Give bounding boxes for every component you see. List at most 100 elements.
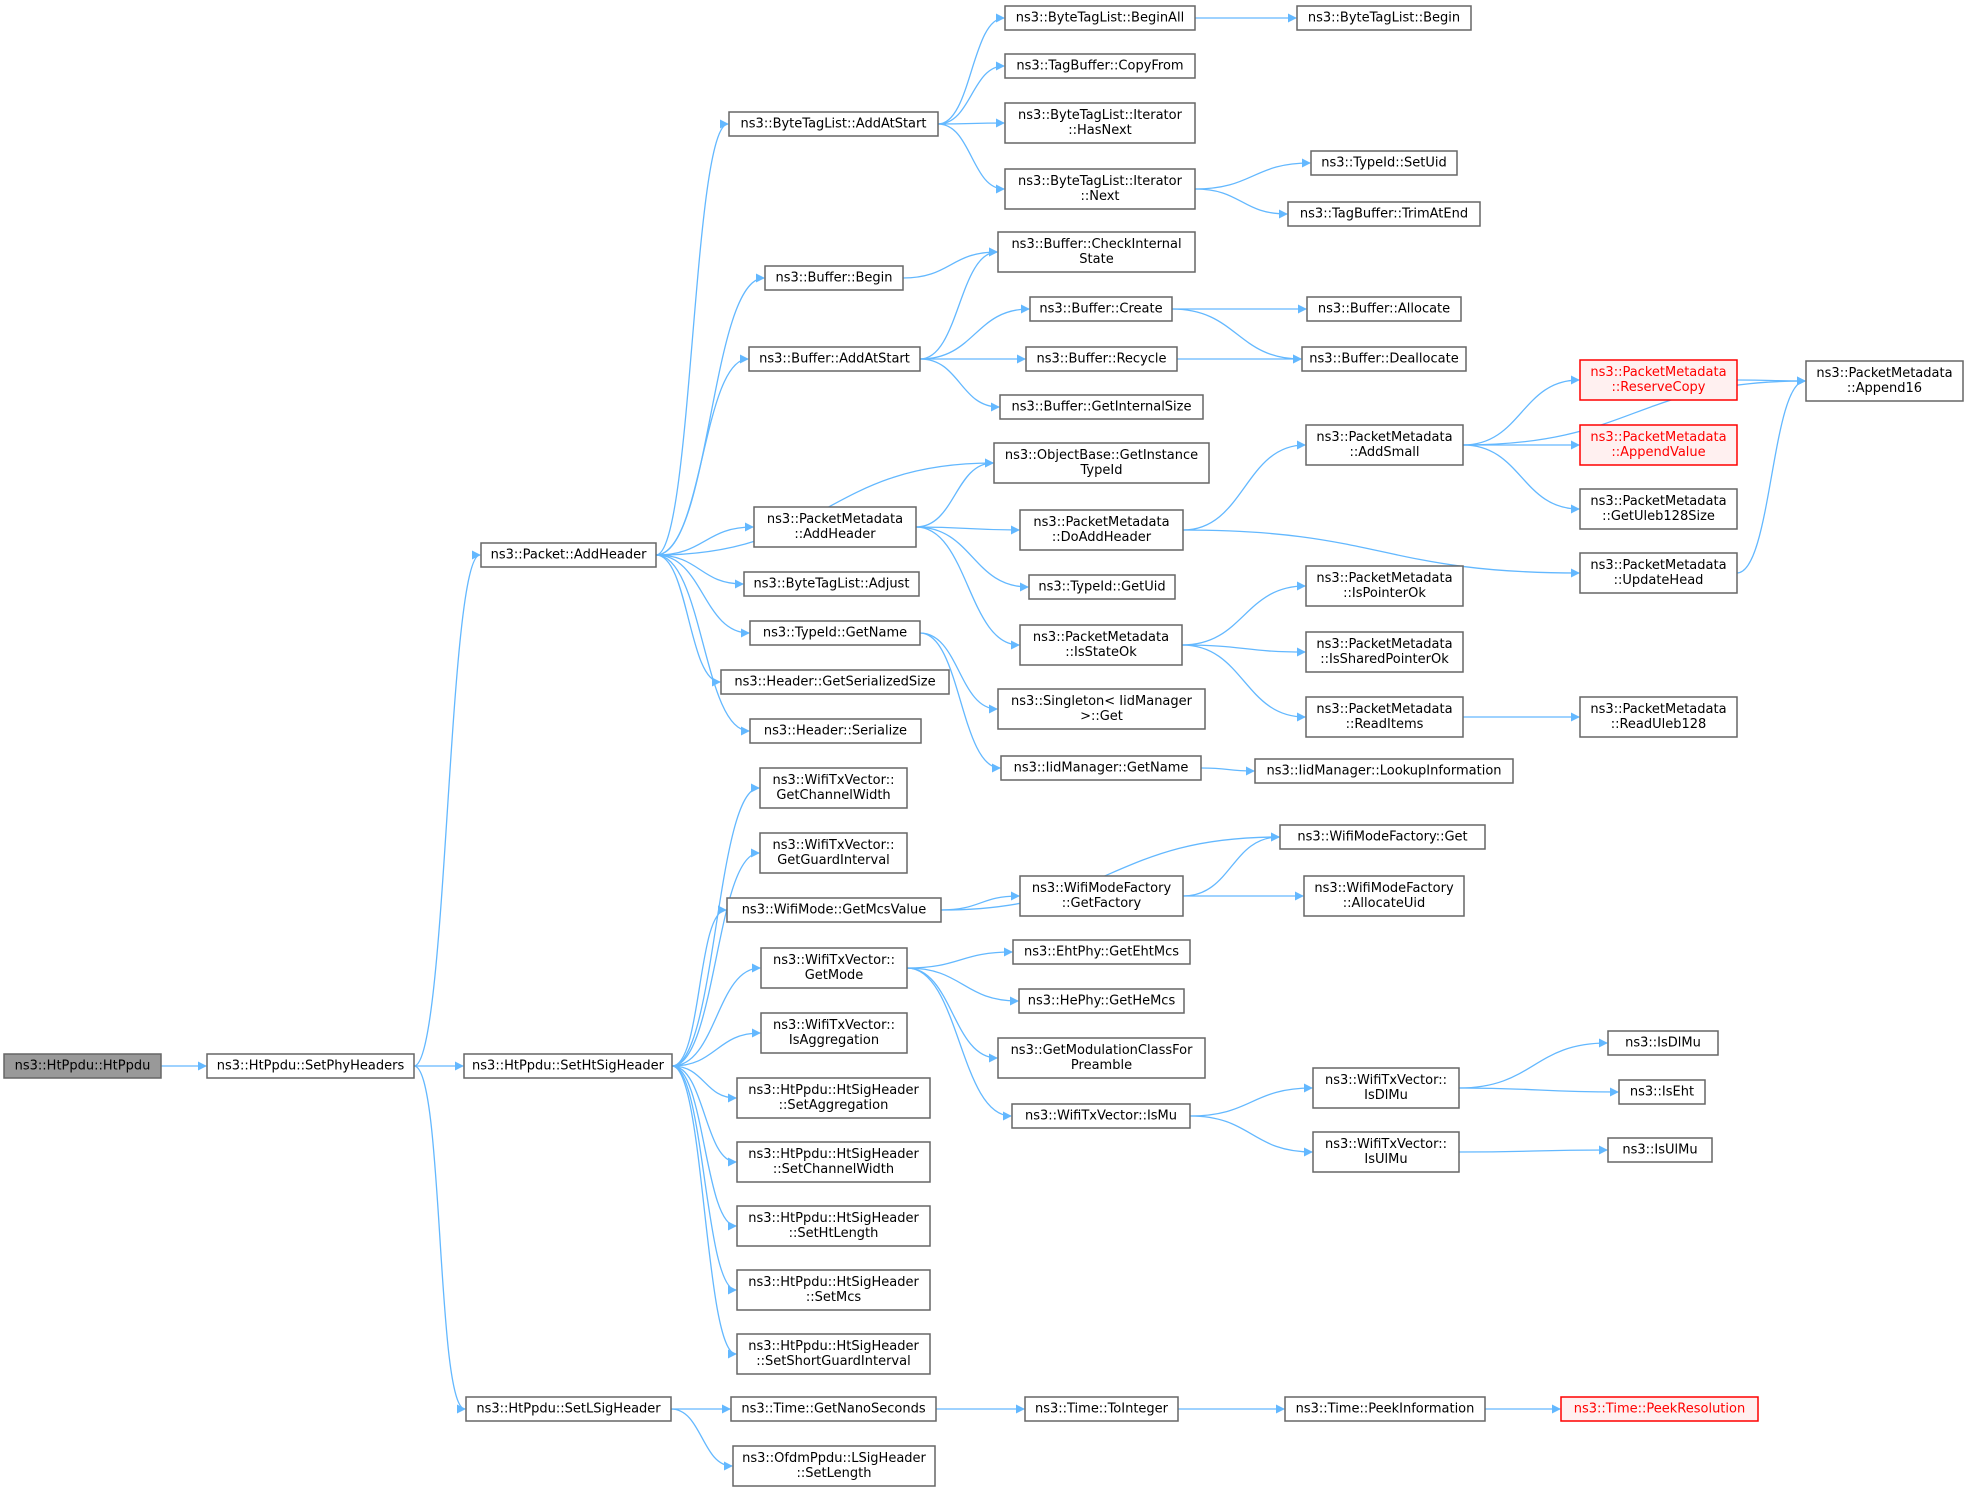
function-node-ns3-ofdmppdu-lsigheader-setlength[interactable]: ns3::OfdmPpdu::LSigHeader::SetLength [732, 1445, 936, 1487]
node-box [1004, 168, 1196, 210]
function-node-ns3-iidmanager-getname[interactable]: ns3::IidManager::GetName [1000, 755, 1202, 781]
function-node-ns3-hephy-gethemcs[interactable]: ns3::HePhy::GetHeMcs [1018, 988, 1185, 1014]
node-box [736, 1333, 931, 1375]
function-node-ns3-htppdu-setphyheaders[interactable]: ns3::HtPpdu::SetPhyHeaders [206, 1053, 415, 1079]
function-node-ns3-packetmetadata-appendvalue[interactable]: ns3::PacketMetadata::AppendValue [1579, 424, 1738, 466]
call-edge [919, 247, 998, 360]
function-node-ns3-buffer-allocate[interactable]: ns3::Buffer::Allocate [1306, 296, 1462, 322]
call-edge [906, 967, 998, 1063]
call-edge [671, 1065, 737, 1167]
function-node-ns3-wifitxvector-getguardinterval[interactable]: ns3::WifiTxVector::GetGuardInterval [759, 832, 908, 874]
call-edge [1182, 440, 1306, 531]
function-node-ns3-buffer-addatstart[interactable]: ns3::Buffer::AddAtStart [748, 346, 921, 372]
function-node-ns3-htppdu-htsigheader-setchannelwidth[interactable]: ns3::HtPpdu::HtSigHeader::SetChannelWidt… [736, 1141, 931, 1183]
function-node-ns3-htppdu-htsigheader-setmcs[interactable]: ns3::HtPpdu::HtSigHeader::SetMcs [736, 1269, 931, 1311]
function-node-ns3-packetmetadata-readuleb128[interactable]: ns3::PacketMetadata::ReadUleb128 [1579, 696, 1738, 738]
node-label: ns3::ByteTagList::Begin [1308, 11, 1460, 26]
call-edge [919, 632, 1001, 773]
function-node-ns3-time-peekresolution[interactable]: ns3::Time::PeekResolution [1560, 1396, 1759, 1422]
function-node-ns3-bytetaglist-adjust[interactable]: ns3::ByteTagList::Adjust [743, 571, 920, 597]
function-node-ns3-packetmetadata-doaddheader[interactable]: ns3::PacketMetadata::DoAddHeader [1019, 509, 1184, 551]
call-edge [655, 554, 750, 736]
function-node-ns3-wifitxvector-isdlmu[interactable]: ns3::WifiTxVector::IsDlMu [1312, 1067, 1460, 1109]
function-node-ns3-htppdu-htsigheader-setshortguardinterval[interactable]: ns3::HtPpdu::HtSigHeader::SetShortGuardI… [736, 1333, 931, 1375]
call-edge [671, 1065, 737, 1103]
node-box [748, 346, 921, 372]
function-node-ns3-typeid-getname[interactable]: ns3::TypeId::GetName [749, 620, 921, 646]
node-box [728, 111, 939, 137]
call-edge [1458, 1145, 1608, 1155]
function-node-ns3-isulmu[interactable]: ns3::IsUlMu [1607, 1137, 1713, 1163]
function-node-ns3-iseht[interactable]: ns3::IsEht [1618, 1079, 1706, 1105]
function-node-ns3-header-serialize[interactable]: ns3::Header::Serialize [749, 718, 922, 744]
function-node-ns3-wifitxvector-isulmu[interactable]: ns3::WifiTxVector::IsUlMu [1312, 1131, 1460, 1173]
function-node-ns3-packetmetadata-issharedpointerok[interactable]: ns3::PacketMetadata::IsSharedPointerOk [1305, 631, 1464, 673]
function-node-ns3-tagbuffer-copyfrom[interactable]: ns3::TagBuffer::CopyFrom [1004, 53, 1196, 79]
function-node-ns3-packetmetadata-reservecopy[interactable]: ns3::PacketMetadata::ReserveCopy [1579, 359, 1738, 401]
node-label: ::SetAggregation [779, 1098, 889, 1113]
function-node-ns3-packetmetadata-updatehead[interactable]: ns3::PacketMetadata::UpdateHead [1579, 552, 1738, 594]
function-node-ns3-wifimodefactory-get[interactable]: ns3::WifiModeFactory::Get [1279, 824, 1486, 850]
node-label: ns3::HtPpdu::HtPpdu [15, 1059, 151, 1074]
function-node-ns3-htppdu-htsigheader-setaggregation[interactable]: ns3::HtPpdu::HtSigHeader::SetAggregation [736, 1077, 931, 1119]
node-box [463, 1053, 673, 1079]
function-node-ns3-wifimode-getmcsvalue[interactable]: ns3::WifiMode::GetMcsValue [726, 897, 942, 923]
function-node-ns3-bytetaglist-iterator-hasnext[interactable]: ns3::ByteTagList::Iterator::HasNext [1004, 102, 1196, 144]
function-node-ns3-wifimodefactory-allocateuid[interactable]: ns3::WifiModeFactory::AllocateUid [1303, 875, 1465, 917]
function-node-ns3-packetmetadata-addsmall[interactable]: ns3::PacketMetadata::AddSmall [1305, 424, 1464, 466]
function-node-ns3-bytetaglist-beginall[interactable]: ns3::ByteTagList::BeginAll [1004, 5, 1196, 31]
function-node-ns3-wifitxvector-getmode[interactable]: ns3::WifiTxVector::GetMode [760, 947, 908, 989]
function-node-ns3-buffer-begin[interactable]: ns3::Buffer::Begin [764, 265, 904, 291]
function-node-ns3-packetmetadata-addheader[interactable]: ns3::PacketMetadata::AddHeader [753, 506, 917, 548]
function-node-ns3-wifitxvector-getchannelwidth[interactable]: ns3::WifiTxVector::GetChannelWidth [759, 767, 908, 809]
node-label: ns3::PacketMetadata [1590, 702, 1726, 717]
call-edge [915, 525, 1020, 535]
function-node-ns3-singleton-iidmanager-get[interactable]: ns3::Singleton< IidManager>::Get [997, 688, 1206, 730]
node-label: ns3::WifiModeFactory [1032, 881, 1172, 896]
call-edge [670, 1408, 733, 1471]
function-node-ns3-bytetaglist-addatstart[interactable]: ns3::ByteTagList::AddAtStart [728, 111, 939, 137]
function-node-ns3-wifitxvector-ismu[interactable]: ns3::WifiTxVector::IsMu [1011, 1103, 1191, 1129]
function-node-ns3-htppdu-setlsigheader[interactable]: ns3::HtPpdu::SetLSigHeader [465, 1396, 672, 1422]
function-node-ns3-time-peekinformation[interactable]: ns3::Time::PeekInformation [1284, 1396, 1486, 1422]
node-label: ::AddHeader [794, 527, 876, 542]
function-node-ns3-htppdu-sethtsigheader[interactable]: ns3::HtPpdu::SetHtSigHeader [463, 1053, 673, 1079]
function-node-ns3-time-tointeger[interactable]: ns3::Time::ToInteger [1024, 1396, 1179, 1422]
function-node-ns3-packetmetadata-ispointerok[interactable]: ns3::PacketMetadata::IsPointerOk [1305, 565, 1464, 607]
function-node-ns3-packetmetadata-getuleb128size[interactable]: ns3::PacketMetadata::GetUleb128Size [1579, 488, 1738, 530]
function-node-ns3-buffer-create[interactable]: ns3::Buffer::Create [1029, 296, 1173, 322]
function-node-ns3-time-getnanoseconds[interactable]: ns3::Time::GetNanoSeconds [730, 1396, 937, 1422]
call-edge [655, 554, 721, 687]
function-node-ns3-htppdu-htppdu: ns3::HtPpdu::HtPpdu [3, 1053, 162, 1079]
function-node-ns3-header-getserializedsize[interactable]: ns3::Header::GetSerializedSize [720, 669, 950, 695]
node-box [749, 620, 921, 646]
function-node-ns3-wifitxvector-isaggregation[interactable]: ns3::WifiTxVector::IsAggregation [760, 1012, 908, 1054]
function-node-ns3-packetmetadata-readitems[interactable]: ns3::PacketMetadata::ReadItems [1305, 696, 1464, 738]
function-node-ns3-typeid-getuid[interactable]: ns3::TypeId::GetUid [1028, 574, 1176, 600]
node-box [999, 394, 1204, 420]
node-label: ::SetChannelWidth [773, 1162, 894, 1177]
function-node-ns3-typeid-setuid[interactable]: ns3::TypeId::SetUid [1310, 150, 1458, 176]
function-node-ns3-packetmetadata-isstateok[interactable]: ns3::PacketMetadata::IsStateOk [1019, 624, 1183, 666]
node-label: ns3::Header::Serialize [764, 724, 907, 739]
node-label: ns3::PacketMetadata [1590, 494, 1726, 509]
function-node-ns3-packet-addheader[interactable]: ns3::Packet::AddHeader [480, 542, 657, 568]
function-node-ns3-isdlmu[interactable]: ns3::IsDlMu [1607, 1030, 1719, 1056]
function-node-ns3-buffer-deallocate[interactable]: ns3::Buffer::Deallocate [1301, 346, 1467, 372]
function-node-ns3-iidmanager-lookupinformation[interactable]: ns3::IidManager::LookupInformation [1254, 758, 1514, 784]
function-node-ns3-ehtphy-getehtmcs[interactable]: ns3::EhtPhy::GetEhtMcs [1012, 939, 1191, 965]
function-node-ns3-wifimodefactory-getfactory[interactable]: ns3::WifiModeFactory::GetFactory [1019, 875, 1184, 917]
node-box [1029, 296, 1173, 322]
function-node-ns3-bytetaglist-iterator-next[interactable]: ns3::ByteTagList::Iterator::Next [1004, 168, 1196, 210]
function-node-ns3-packetmetadata-append16[interactable]: ns3::PacketMetadata::Append16 [1805, 360, 1964, 402]
call-edge [1458, 1038, 1608, 1089]
node-label: GetGuardInterval [777, 853, 890, 868]
function-node-ns3-bytetaglist-begin[interactable]: ns3::ByteTagList::Begin [1296, 5, 1472, 31]
function-node-ns3-htppdu-htsigheader-sethtlength[interactable]: ns3::HtPpdu::HtSigHeader::SetHtLength [736, 1205, 931, 1247]
function-node-ns3-buffer-recycle[interactable]: ns3::Buffer::Recycle [1025, 346, 1178, 372]
function-node-ns3-tagbuffer-trimatend[interactable]: ns3::TagBuffer::TrimAtEnd [1287, 201, 1481, 227]
function-node-ns3-buffer-getinternalsize[interactable]: ns3::Buffer::GetInternalSize [999, 394, 1204, 420]
